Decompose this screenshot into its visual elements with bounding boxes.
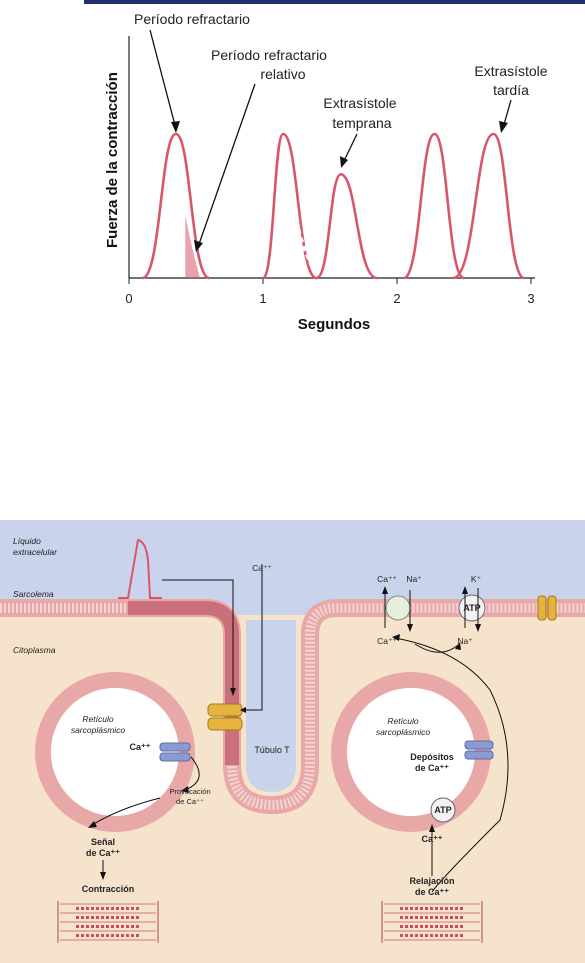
arrowhead	[340, 156, 348, 168]
ryanodine-receptor-left	[159, 742, 191, 762]
arrowheads	[88, 586, 481, 880]
t-tubule-label: Túbulo T	[254, 745, 290, 755]
cytoplasm-label: Citoplasma	[13, 645, 56, 655]
exchanger-out-na: Na⁺	[406, 574, 422, 584]
atp-label-sr: ATP	[434, 805, 451, 815]
ca-under-atp-label: Ca⁺⁺	[421, 834, 442, 844]
contraction-curve-5	[452, 132, 525, 280]
refractory-shade	[185, 215, 201, 278]
deposits-label-2: de Ca⁺⁺	[415, 763, 449, 773]
action-potential-trace	[118, 538, 162, 599]
myofilaments-right	[381, 901, 483, 943]
refractory-label: Período refractario	[134, 11, 250, 27]
x-tick-label: 2	[393, 291, 400, 306]
exchanger-in-ca: Ca⁺⁺	[377, 636, 397, 646]
arrowhead	[171, 121, 180, 133]
sr-right-label-1: Retículo	[387, 716, 418, 726]
serca-pump	[430, 797, 456, 823]
early-label-1: Extrasístole	[323, 95, 396, 111]
contraction-curve-3	[315, 173, 378, 280]
signal-label-1: Señal	[91, 837, 115, 847]
top-band	[84, 0, 585, 4]
myofilaments-left	[57, 901, 159, 943]
ec-coupling-diagram: ATP ATP Líquido extracelular Sarcole	[0, 520, 585, 963]
relative-arrow	[197, 83, 256, 248]
release-label-1: Provocación	[169, 787, 210, 796]
contraction-curves	[141, 132, 525, 280]
relative-label-2: relativo	[260, 66, 305, 82]
extracellular-label-1: Líquido	[13, 536, 41, 546]
deposits-label-1: Depósitos	[410, 752, 454, 762]
refractory-arrow	[149, 29, 177, 130]
relative-label-1: Período refractario	[211, 47, 327, 63]
sr-right-inner	[347, 688, 475, 816]
x-tick-label: 1	[259, 291, 266, 306]
sr-left	[35, 672, 195, 832]
t-tubule-lumen	[246, 620, 296, 792]
exchanger-out-ca: Ca⁺⁺	[377, 574, 397, 584]
early-label-2: temprana	[332, 115, 391, 131]
x-tick-label: 3	[527, 291, 534, 306]
signal-label-2: de Ca⁺⁺	[86, 848, 120, 858]
na-ca-exchanger	[385, 595, 411, 621]
sr-right-label-2: sarcoplásmico	[376, 727, 431, 737]
contraction-label: Contracción	[82, 884, 135, 894]
ca-left-label: Ca⁺⁺	[129, 742, 150, 752]
pump-k-label: K⁺	[471, 574, 482, 584]
atp-label-membrane: ATP	[463, 603, 480, 613]
late-label-2: tardía	[493, 82, 529, 98]
sr-left-label-1: Retículo	[82, 714, 113, 724]
extracellular-label-2: extracelular	[13, 547, 58, 557]
arrowhead	[194, 240, 203, 252]
release-label-2: de Ca⁺⁺	[176, 797, 204, 806]
ca-top-label: Ca⁺⁺	[252, 563, 272, 573]
late-label-1: Extrasístole	[474, 63, 547, 79]
sarcolemma-label: Sarcolema	[13, 589, 54, 599]
contraction-curve-1	[141, 132, 210, 280]
relaxation-label-1: Relajación	[409, 876, 454, 886]
relaxation-label-2: de Ca⁺⁺	[415, 887, 449, 897]
x-ticks: 0 1 2 3	[125, 278, 535, 306]
membrane-channel-right	[537, 595, 557, 621]
sr-left-label-2: sarcoplásmico	[71, 725, 126, 735]
depolarized-segment	[128, 601, 239, 765]
dashed-segment	[295, 219, 321, 280]
ryanodine-receptor-right	[464, 740, 494, 760]
sr-left-inner	[51, 688, 179, 816]
y-axis-label: Fuerza de la contracción	[104, 72, 121, 248]
contraction-curve-4	[403, 132, 465, 280]
flow-arrows	[91, 564, 509, 893]
arrowhead	[499, 121, 508, 133]
early-arrow	[342, 133, 358, 164]
x-axis-label: Segundos	[298, 316, 371, 333]
x-tick-label: 0	[125, 291, 132, 306]
contraction-chart: 0 1 2 3 Fuerza de la contracción Segundos P…	[84, 0, 585, 333]
exchanger-in-na: Na⁺	[457, 636, 473, 646]
